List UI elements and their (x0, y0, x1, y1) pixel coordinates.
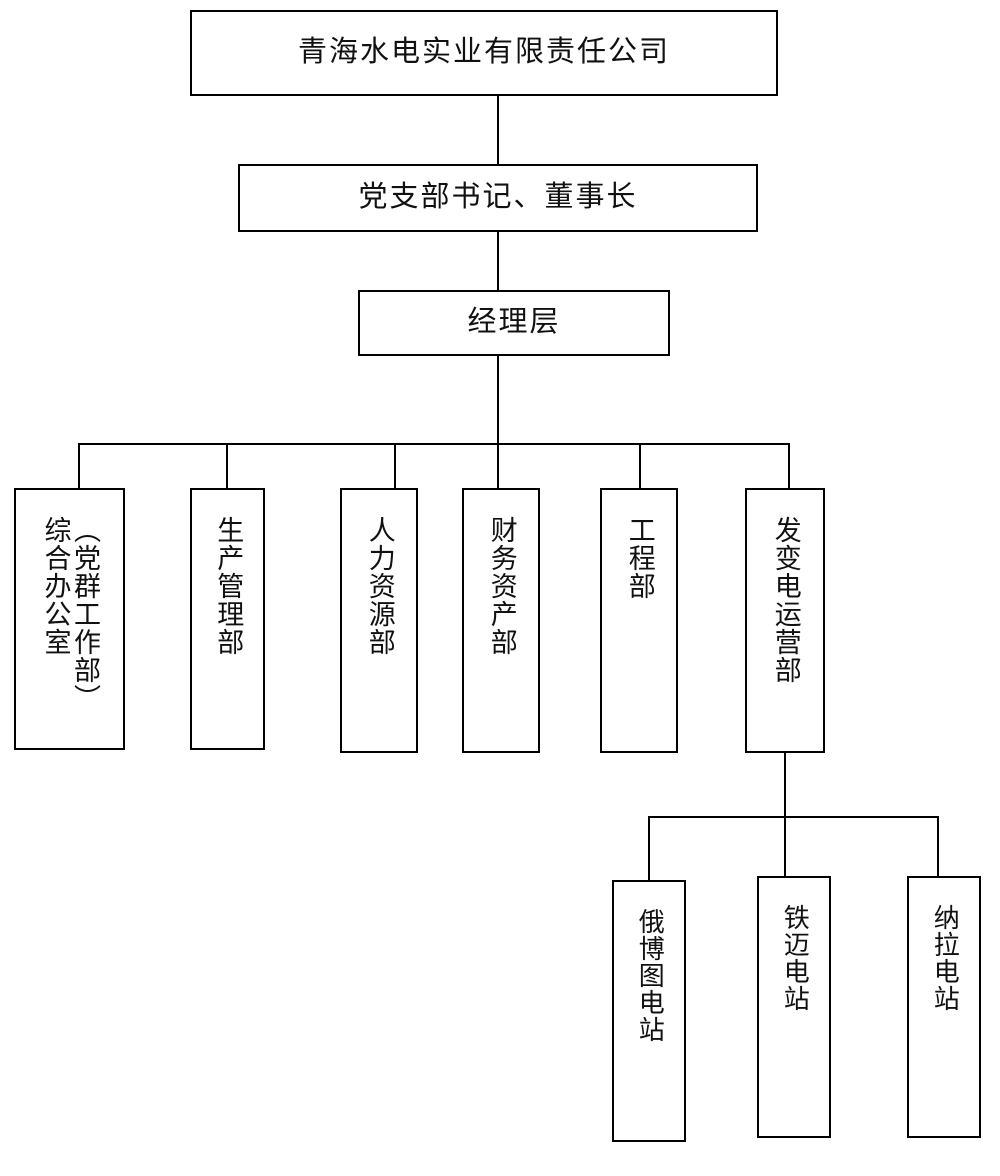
vertical-text-columns: 人力资源部 (364, 516, 395, 656)
drop-line-dept-2 (226, 443, 228, 488)
station-bus (648, 816, 938, 818)
vertical-text-columns: 综合办公室 （党群工作部） (40, 516, 101, 712)
node-station-1[interactable]: 俄博图电站 (612, 880, 686, 1142)
node-chairman[interactable]: 党支部书记、董事长 (238, 164, 758, 232)
node-department-6-label: 发变电运营部 (770, 516, 801, 684)
node-department-4[interactable]: 财务资产部 (462, 488, 540, 753)
drop-line-dept-3 (394, 443, 396, 488)
node-department-1[interactable]: 综合办公室 （党群工作部） (14, 488, 125, 750)
node-station-3-label: 纳拉电站 (930, 904, 960, 1012)
node-department-6[interactable]: 发变电运营部 (745, 488, 825, 753)
vertical-text-columns: 俄博图电站 (635, 908, 665, 1043)
vertical-text-columns: 财务资产部 (486, 516, 517, 656)
department-bus (78, 443, 790, 445)
drop-line-dept-1 (78, 443, 80, 488)
drop-line-dept-6 (788, 443, 790, 488)
node-chairman-label: 党支部书记、董事长 (358, 181, 638, 214)
drop-line-station-2 (784, 816, 786, 880)
node-department-1-label-right: （党群工作部） (70, 516, 101, 712)
vertical-text-columns: 纳拉电站 (930, 904, 960, 1012)
node-station-2[interactable]: 铁迈电站 (757, 876, 831, 1138)
node-station-1-label: 俄博图电站 (635, 908, 665, 1043)
node-department-4-label: 财务资产部 (486, 516, 517, 656)
node-station-3[interactable]: 纳拉电站 (907, 876, 981, 1138)
node-department-2-label: 生产管理部 (213, 516, 244, 656)
node-department-1-label-left: 综合办公室 (40, 516, 71, 656)
connector-department6-trunk (784, 753, 786, 817)
vertical-text-columns: 生产管理部 (213, 516, 244, 656)
connector-manager-trunk (497, 356, 499, 444)
node-department-3-label: 人力资源部 (364, 516, 395, 656)
drop-line-dept-4 (497, 443, 499, 488)
connector-company-chairman (497, 96, 499, 164)
vertical-text-columns: 工程部 (624, 516, 655, 600)
node-manager-label: 经理层 (467, 306, 561, 339)
connector-chairman-manager (497, 232, 499, 290)
node-company[interactable]: 青海水电实业有限责任公司 (190, 10, 778, 96)
node-department-3[interactable]: 人力资源部 (340, 488, 418, 753)
vertical-text-columns: 发变电运营部 (770, 516, 801, 684)
node-manager[interactable]: 经理层 (358, 290, 670, 356)
drop-line-station-1 (648, 816, 650, 880)
drop-line-dept-5 (639, 443, 641, 488)
drop-line-station-3 (937, 816, 939, 880)
vertical-text-columns: 铁迈电站 (780, 904, 810, 1012)
node-department-5-label: 工程部 (624, 516, 655, 600)
node-department-2[interactable]: 生产管理部 (190, 488, 265, 750)
node-department-5[interactable]: 工程部 (600, 488, 678, 753)
node-company-label: 青海水电实业有限责任公司 (297, 36, 670, 69)
node-station-2-label: 铁迈电站 (780, 904, 810, 1012)
